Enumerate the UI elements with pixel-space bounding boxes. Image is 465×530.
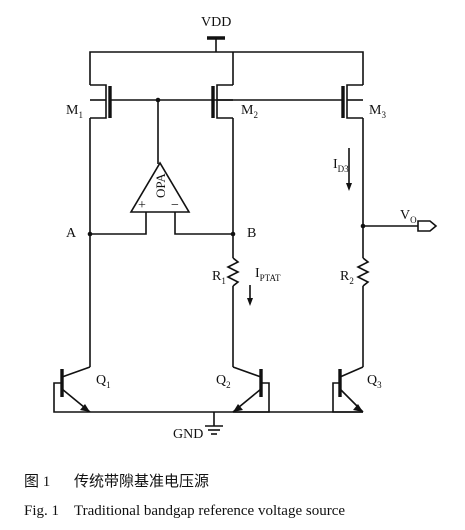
output-port-icon <box>417 220 438 232</box>
label-vo: VO <box>400 208 417 225</box>
label-m1: M1 <box>66 103 83 120</box>
label-r1: R1 <box>212 269 226 286</box>
current-arrow-id3 <box>346 148 352 191</box>
label-iptat: IPTAT <box>255 266 281 283</box>
opamp-minus-wire <box>174 212 233 235</box>
pmos-m2 <box>211 84 233 119</box>
opamp-triangle <box>129 161 191 213</box>
gnd-label: GND <box>173 427 203 442</box>
label-m2: M2 <box>241 103 258 120</box>
label-q1: Q1 <box>96 373 111 390</box>
caption-cn-text: 传统带隙基准电压源 <box>74 474 210 490</box>
opamp-minus-sign: − <box>171 198 179 213</box>
node-a-label: A <box>66 226 77 241</box>
vdd-rail <box>89 51 364 85</box>
bjt-q3 <box>332 366 364 413</box>
label-id3: ID3 <box>333 157 349 174</box>
node-b-dot <box>230 231 236 237</box>
ground-symbol <box>205 412 223 435</box>
label-m3: M3 <box>369 103 386 120</box>
bandgap-circuit-diagram: VDD OPA + − A B <box>53 15 438 442</box>
vdd-supply-symbol <box>207 36 225 52</box>
opamp-label: OPA <box>153 173 168 198</box>
node-b-label: B <box>247 226 256 241</box>
bjt-q1 <box>53 366 91 413</box>
caption-en-number: Fig. 1 <box>24 503 60 519</box>
bjt-q2 <box>232 366 270 413</box>
label-r2: R2 <box>340 269 354 286</box>
caption-en-text: Traditional bandgap reference voltage so… <box>74 503 346 519</box>
label-q2: Q2 <box>216 373 231 390</box>
caption-english: Fig. 1 Traditional bandgap reference volt… <box>24 503 345 520</box>
pmos-m3 <box>341 84 363 119</box>
caption-chinese: 图 1 传统带隙基准电压源 <box>24 470 209 491</box>
pmos-m1 <box>90 84 112 119</box>
vdd-label: VDD <box>201 15 231 30</box>
caption-cn-number: 图 1 <box>24 474 51 490</box>
opamp-plus-sign: + <box>138 198 146 213</box>
label-q3: Q3 <box>367 373 382 390</box>
resistor-r1 <box>226 257 240 287</box>
current-arrow-iptat <box>247 285 253 306</box>
opamp-plus-wire <box>90 212 147 235</box>
node-a-dot <box>87 231 93 237</box>
resistor-r2 <box>356 257 370 287</box>
